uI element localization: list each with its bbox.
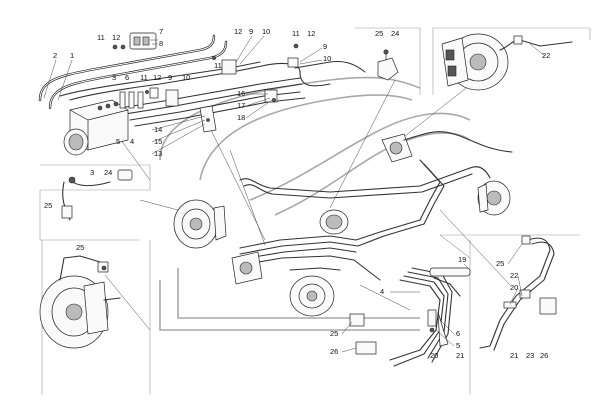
callout: 17 [237, 101, 245, 110]
callout: 11 [97, 33, 105, 42]
rear-left-assembly [231, 251, 335, 317]
callout: 19 [458, 255, 466, 264]
callout: 21 [510, 351, 518, 360]
callout: 4 [380, 287, 384, 296]
brake-booster [319, 209, 349, 235]
callout: 20 [430, 351, 438, 360]
callout: 24 [391, 29, 399, 38]
inset-wheel-sensor [61, 169, 133, 221]
callout: 25 [76, 243, 84, 252]
callout: 6 [125, 73, 129, 82]
pipe-clips [112, 32, 299, 133]
callout: 10 [262, 27, 270, 36]
callout: 14 [154, 125, 162, 134]
background-band [159, 76, 471, 331]
callout: 9 [249, 27, 253, 36]
callout: 2 [53, 51, 57, 60]
callout: 5 [456, 341, 460, 350]
callout: 13 [154, 149, 162, 158]
callout: 12 [307, 29, 315, 38]
callout: 3 [112, 73, 116, 82]
callout: 4 [130, 137, 134, 146]
inset-rear-hose [479, 235, 557, 351]
callout: 11 [214, 61, 222, 70]
callout: 15 [154, 137, 162, 146]
callout: 22 [510, 271, 518, 280]
callout: 25 [44, 201, 52, 210]
main-pipe-run [235, 159, 491, 281]
callout: 1 [70, 51, 74, 60]
callout: 21 [456, 351, 464, 360]
callout: 8 [159, 39, 163, 48]
front-pipe-bundle [38, 34, 366, 127]
callout: 12 [234, 27, 242, 36]
inset-rear-disc [39, 255, 121, 349]
callout: 25 [330, 329, 338, 338]
rear-right-disc [477, 180, 511, 216]
callout: 24 [104, 168, 112, 177]
callout: 10 [182, 73, 190, 82]
callout: 25 [496, 259, 504, 268]
callout-labels: 11 12 7 8 2 1 12 9 10 11 11 12 9 10 25 2… [44, 27, 550, 360]
callout: 12 [112, 33, 120, 42]
front-left-caliper [381, 131, 513, 163]
callout: 3 [90, 168, 94, 177]
callout: 9 [168, 73, 172, 82]
callout: 20 [510, 283, 518, 292]
callout: 16 [237, 89, 245, 98]
callout: 23 [526, 351, 534, 360]
callout: 18 [237, 113, 245, 122]
callout: 22 [542, 51, 550, 60]
abs-control-unit [63, 99, 129, 156]
left-front-disc [173, 199, 227, 249]
callout: 7 [159, 27, 163, 36]
callout: 5 [116, 137, 120, 146]
callout: 26 [330, 347, 338, 356]
callout: 25 [375, 29, 383, 38]
callout: 11 [140, 73, 148, 82]
callout: 10 [323, 54, 331, 63]
callout: 9 [323, 42, 327, 51]
callout: 6 [456, 329, 460, 338]
callout-leaders [43, 35, 546, 353]
inset-panels [39, 27, 591, 395]
callout: 12 [153, 73, 161, 82]
callout: 11 [292, 29, 300, 38]
inset-front-caliper [441, 33, 573, 91]
leader-lines [104, 79, 511, 331]
callout: 26 [540, 351, 548, 360]
inset-rear-pipes [349, 267, 471, 367]
inset-hose-fitting [377, 49, 399, 81]
